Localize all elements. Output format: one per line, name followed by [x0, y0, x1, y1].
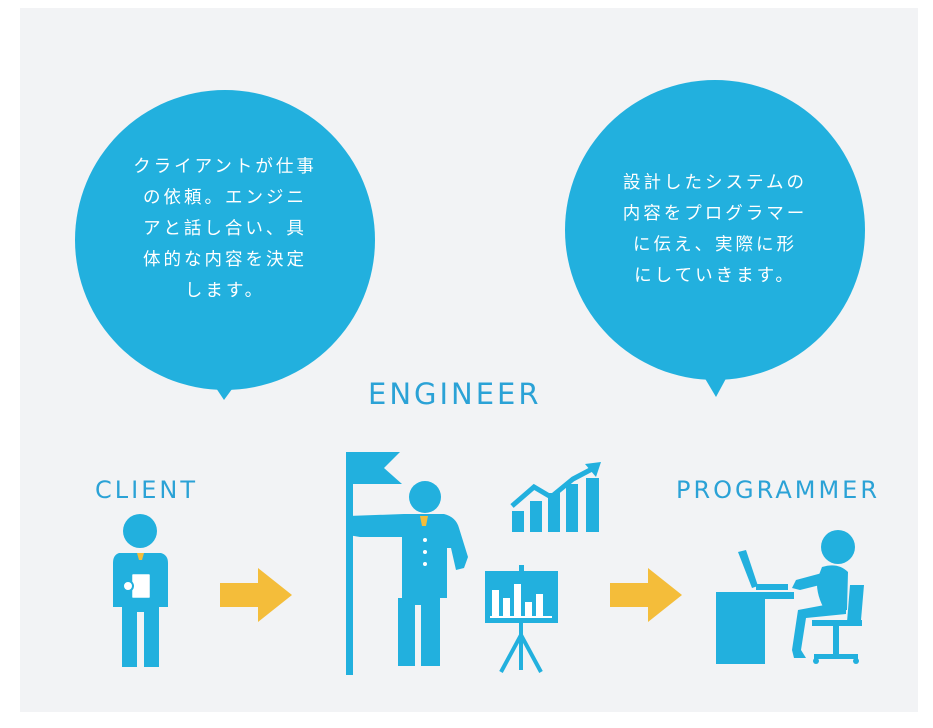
programmer-bubble-line: 設計したシステムの	[623, 173, 807, 193]
engineer-with-flag-icon	[346, 452, 468, 675]
client-bubble-text: クライアントが仕事 の依頼。エンジニ アと話し合い、具 体的な内容を決定 します…	[105, 152, 345, 307]
left-speech-bubble	[75, 90, 375, 400]
programmer-bubble-line: に伝え、実際に形	[633, 235, 797, 255]
engineer-label: ENGINEER	[368, 377, 542, 411]
client-label: CLIENT	[95, 476, 198, 504]
programmer-bubble-line: にしていきます。	[634, 266, 796, 286]
right-arrow-icon	[610, 568, 682, 622]
client-bubble-line: 体的な内容を決定	[143, 250, 307, 270]
programmer-label: PROGRAMMER	[676, 476, 881, 504]
programmer-bubble-line: 内容をプログラマー	[622, 204, 808, 224]
client-bubble-line: します。	[184, 281, 266, 301]
client-bubble-line: の依頼。エンジニ	[143, 188, 307, 208]
programmer-bubble-text: 設計したシステムの 内容をプログラマー に伝え、実際に形 にしていきます。	[595, 168, 835, 292]
right-arrow-icon	[220, 568, 292, 622]
client-bubble-line: クライアントが仕事	[133, 157, 317, 177]
growth-bar-chart-icon	[510, 462, 601, 532]
client-bubble-line: アと話し合い、具	[143, 219, 307, 239]
presentation-board-icon	[485, 565, 558, 673]
client-person-icon	[113, 514, 168, 667]
right-speech-bubble	[565, 80, 865, 397]
programmer-at-desk-icon	[716, 530, 864, 664]
